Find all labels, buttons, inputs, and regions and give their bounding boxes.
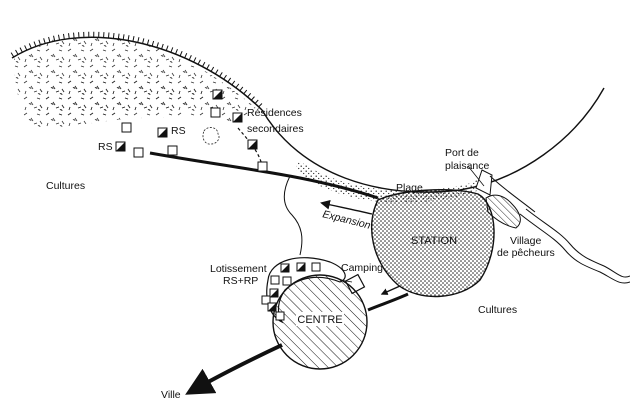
label-lotissement-1: Lotissement: [210, 263, 267, 275]
house-rs: [157, 127, 168, 138]
house-rs: [212, 89, 223, 100]
station-to-centre-arrow: [380, 285, 401, 295]
house-rp: [121, 122, 132, 133]
label-residences-2: secondaires: [247, 123, 304, 135]
label-rs-upper: RS: [171, 125, 186, 137]
label-rs-left: RS: [98, 141, 113, 153]
house-rp: [133, 147, 144, 158]
label-centre: CENTRE: [297, 314, 342, 326]
label-station: STATION: [411, 235, 457, 247]
house-rp: [275, 311, 285, 321]
houses: [115, 89, 321, 321]
house-rp: [282, 276, 292, 286]
hill-forest-zone: [14, 35, 258, 145]
label-residences-1: Résidences: [247, 107, 302, 119]
house-rp: [311, 262, 321, 272]
house-rp: [167, 145, 178, 156]
house-rs: [115, 141, 126, 152]
house-rp: [270, 275, 280, 285]
river: [519, 208, 630, 284]
main-road: [149, 151, 379, 200]
house-rp: [210, 107, 221, 118]
label-plage: Plage: [396, 182, 423, 194]
house-rs: [296, 262, 306, 272]
leader-lines: [339, 165, 485, 283]
house-rs: [232, 112, 243, 123]
fishing-village-zone: [485, 194, 521, 229]
label-port-1: Port de: [445, 147, 479, 159]
label-ville: Ville: [161, 389, 181, 401]
label-village-2: de pêcheurs: [497, 247, 555, 259]
expansion-arrow: [320, 199, 373, 215]
ridge-line: [10, 31, 264, 111]
centre-label-backdrop: [296, 312, 344, 326]
road-to-ville: [185, 343, 283, 395]
label-village-1: Village: [510, 235, 541, 247]
label-camping: Camping: [341, 262, 383, 274]
house-rp: [257, 161, 268, 172]
secondary-track: [283, 175, 303, 256]
house-rs: [280, 263, 290, 273]
house-rp: [261, 295, 271, 305]
station-area: [371, 189, 495, 298]
label-lotissement-2: RS+RP: [223, 275, 258, 287]
house-rs: [269, 288, 279, 298]
station-centre-road: [367, 292, 409, 312]
label-port-2: plaisance: [445, 160, 490, 172]
house-rs: [247, 139, 258, 150]
port-and-village: [475, 169, 536, 229]
label-cultures-left: Cultures: [46, 180, 85, 192]
label-cultures-right: Cultures: [478, 304, 517, 316]
house-rs: [267, 302, 277, 312]
coastline: [261, 87, 605, 204]
